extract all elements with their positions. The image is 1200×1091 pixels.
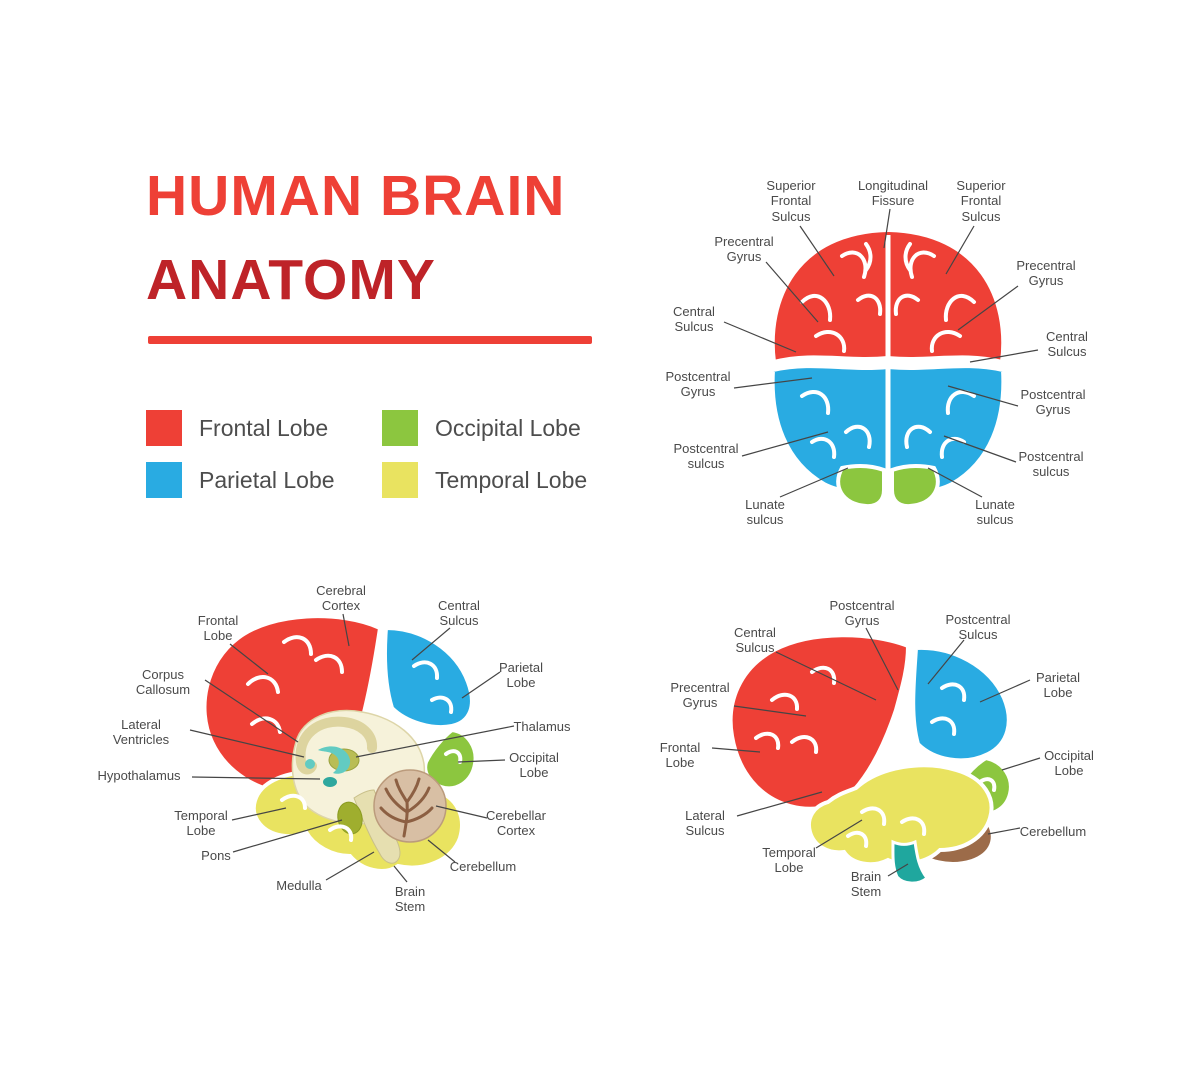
label-thalamus: Thalamus (513, 719, 571, 734)
label-lunate-sulcus-left: Lunate sulcus (745, 497, 785, 528)
occipital-lobe-swatch (382, 410, 418, 446)
label-postcentral-sulcus-lateral: Postcentral Sulcus (945, 612, 1011, 643)
parietal-lobe-swatch (146, 462, 182, 498)
label-superior-frontal-sulcus-left: Superior Frontal Sulcus (766, 178, 816, 224)
label-frontal-lobe-lateral: Frontal Lobe (659, 740, 701, 771)
top-view-brain (770, 227, 1006, 509)
page-title-line1: HUMAN BRAIN (146, 164, 566, 228)
label-postcentral-gyrus-left: Postcentral Gyrus (665, 369, 731, 400)
label-lateral-sulcus: Lateral Sulcus (685, 808, 725, 839)
legend-item-temporal: Temporal Lobe (382, 462, 587, 498)
label-lateral-ventricles: Lateral Ventricles (112, 717, 170, 748)
label-postcentral-sulcus-right: Postcentral sulcus (1018, 449, 1084, 480)
label-cerebellum-lateral: Cerebellum (1019, 824, 1087, 839)
legend-label-occipital: Occipital Lobe (435, 414, 581, 441)
legend-label-frontal: Frontal Lobe (199, 414, 329, 441)
lateral-leader-lines (711, 627, 1041, 877)
label-precentral-gyrus-lateral: Precentral Gyrus (670, 680, 730, 711)
top-view-gyri-lines (800, 242, 976, 459)
label-precentral-gyrus-right: Precentral Gyrus (1016, 258, 1076, 289)
label-cerebellum-sagittal: Cerebellum (449, 859, 517, 874)
label-medulla: Medulla (276, 878, 322, 893)
top-view-occipital-lobe (836, 463, 940, 509)
label-brain-stem-lateral: Brain Stem (850, 869, 882, 900)
label-precentral-gyrus-left: Precentral Gyrus (714, 234, 774, 265)
label-postcentral-gyrus-right: Postcentral Gyrus (1020, 387, 1086, 418)
label-temporal-lobe-lateral: Temporal Lobe (762, 845, 816, 876)
label-corpus-callosum: Corpus Callosum (135, 667, 191, 698)
sagittal-hypothalamus (323, 777, 337, 787)
legend-item-occipital: Occipital Lobe (382, 410, 587, 446)
label-central-sulcus-right: Central Sulcus (1046, 329, 1088, 360)
label-postcentral-sulcus-left: Postcentral sulcus (673, 441, 739, 472)
label-cerebral-cortex: Cerebral Cortex (316, 583, 366, 614)
legend: Frontal Lobe Occipital Lobe Parietal Lob… (146, 402, 587, 506)
sagittal-brain-stem-stalk (353, 789, 401, 864)
legend-label-temporal: Temporal Lobe (435, 466, 588, 493)
sagittal-arbor-vitae (379, 777, 434, 838)
sagittal-cerebellum (373, 769, 447, 843)
label-pons: Pons (201, 848, 231, 863)
legend-item-frontal: Frontal Lobe (146, 410, 382, 446)
legend-item-parietal: Parietal Lobe (146, 462, 382, 498)
label-lunate-sulcus-right: Lunate sulcus (975, 497, 1015, 528)
label-hypothalamus: Hypothalamus (97, 768, 181, 783)
frontal-lobe-swatch (146, 410, 182, 446)
lateral-frontal-lobe (728, 633, 911, 811)
sagittal-ventricle-dot (305, 759, 315, 769)
label-central-sulcus-lateral: Central Sulcus (734, 625, 776, 656)
label-central-sulcus-left: Central Sulcus (673, 304, 715, 335)
label-frontal-lobe-sagittal: Frontal Lobe (197, 613, 239, 644)
sagittal-view-brain (202, 614, 478, 873)
label-temporal-lobe-sagittal: Temporal Lobe (174, 808, 228, 839)
sagittal-leader-lines (189, 613, 515, 883)
label-occipital-lobe-sagittal: Occipital Lobe (509, 750, 559, 781)
label-parietal-lobe-lateral: Parietal Lobe (1035, 670, 1081, 701)
lateral-gyri-lines (754, 665, 997, 848)
legend-label-parietal: Parietal Lobe (199, 466, 335, 493)
top-view-leader-lines (723, 208, 1039, 498)
lateral-view-brain (728, 633, 1013, 885)
label-occipital-lobe-lateral: Occipital Lobe (1044, 748, 1094, 779)
label-postcentral-gyrus-lateral: Postcentral Gyrus (829, 598, 895, 629)
label-central-sulcus-sagittal: Central Sulcus (438, 598, 480, 629)
sagittal-corpus-callosum (295, 716, 377, 775)
sagittal-parietal-lobe (382, 625, 474, 729)
label-longitudinal-fissure: Longitudinal Fissure (857, 178, 929, 209)
page-title-line2: ANATOMY (146, 248, 436, 312)
sagittal-lateral-ventricle (318, 746, 351, 774)
title-underline (148, 336, 592, 344)
lateral-brain-stem (891, 839, 930, 885)
label-parietal-lobe-sagittal: Parietal Lobe (498, 660, 544, 691)
label-superior-frontal-sulcus-right: Superior Frontal Sulcus (956, 178, 1006, 224)
label-brain-stem-sagittal: Brain Stem (394, 884, 426, 915)
temporal-lobe-swatch (382, 462, 418, 498)
label-cerebellar-cortex: Cerebellar Cortex (486, 808, 546, 839)
lateral-parietal-lobe (911, 645, 1011, 763)
